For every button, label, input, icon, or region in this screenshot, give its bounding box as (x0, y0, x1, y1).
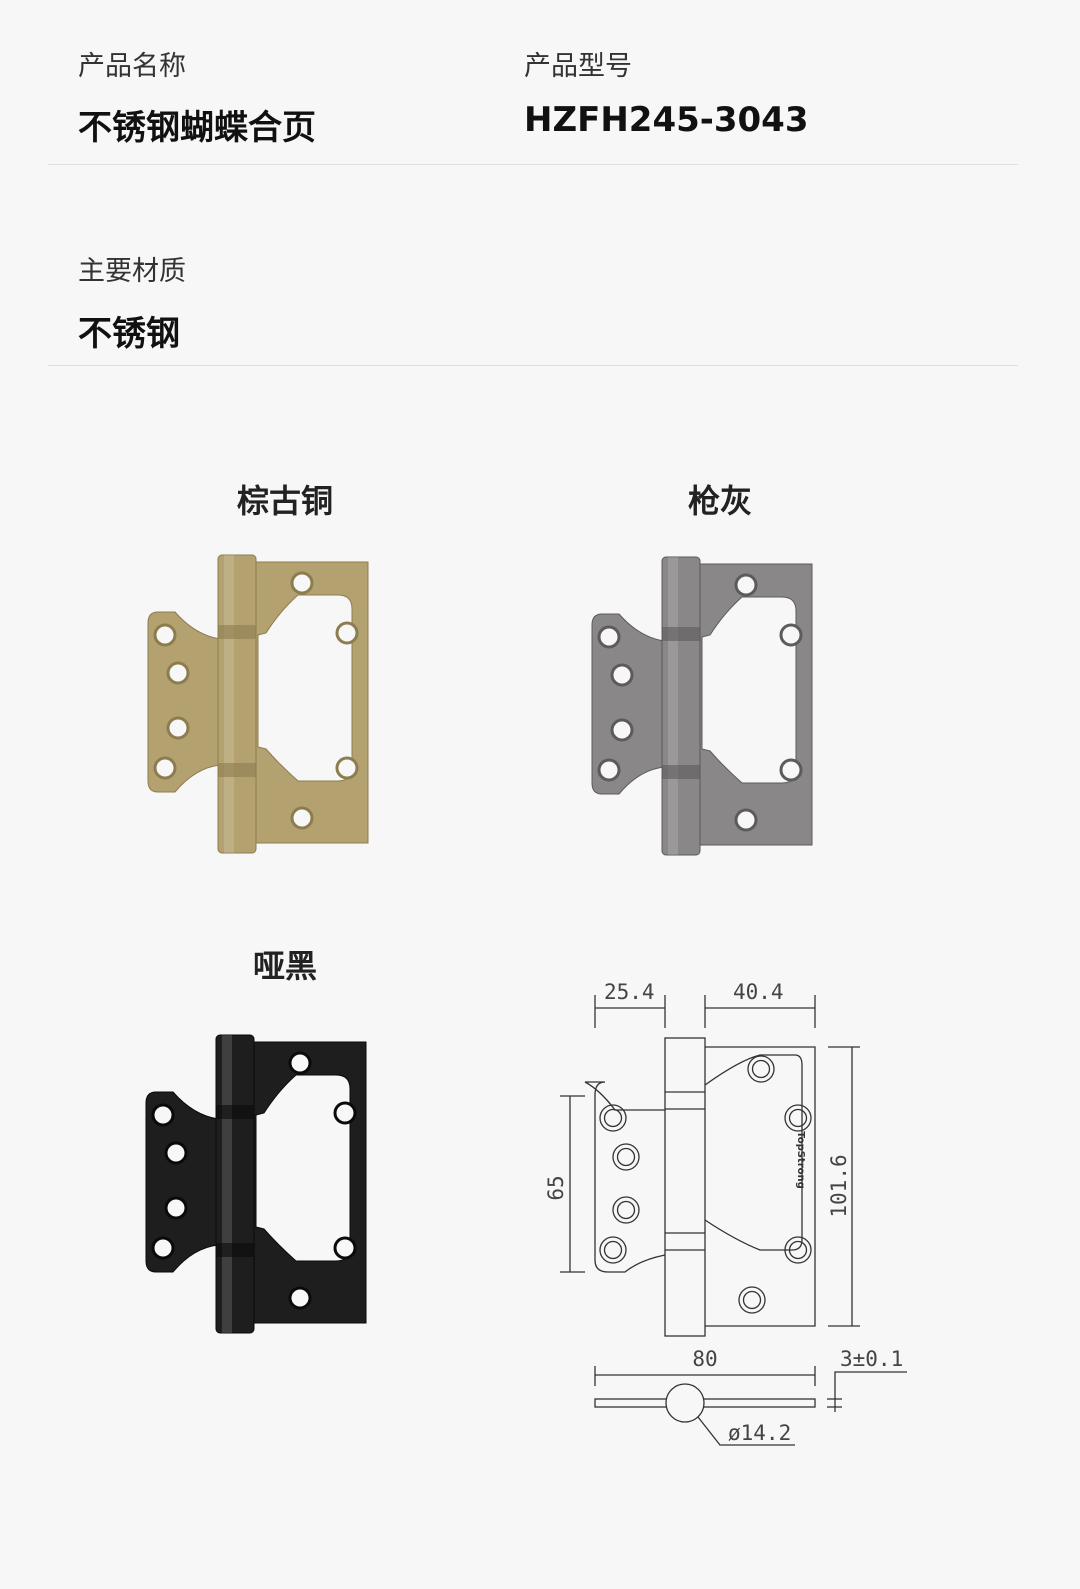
material-label: 主要材质 (78, 256, 186, 287)
material-value: 不锈钢 (78, 314, 180, 354)
divider (48, 365, 1018, 366)
dim-diameter: ø14.2 (728, 1421, 791, 1445)
finish-label-bronze: 棕古铜 (236, 482, 333, 520)
technical-drawing: 25.4 40.4 65 101.6 80 3±0.1 ø14.2 TopStr… (544, 980, 907, 1446)
dim-left-height: 65 (544, 1175, 568, 1200)
divider (48, 164, 1018, 165)
product-name-value: 不锈钢蝴蝶合页 (78, 108, 316, 148)
product-name-label: 产品名称 (78, 51, 186, 82)
hinge-image-black (145, 1034, 367, 1334)
finish-label-gunmetal: 枪灰 (687, 482, 752, 520)
hinge-image-gunmetal (591, 556, 813, 856)
dim-height: 101.6 (827, 1154, 851, 1217)
brand-mark: TopStrong (795, 1131, 806, 1189)
dim-thickness: 3±0.1 (840, 1347, 903, 1371)
product-model-value: HZFH245-3043 (524, 100, 809, 140)
dim-left-width: 25.4 (604, 980, 655, 1004)
finish-label-black: 哑黑 (252, 947, 317, 985)
product-model-label: 产品型号 (524, 51, 632, 82)
hinge-image-bronze (147, 554, 369, 854)
dim-width: 80 (692, 1347, 717, 1371)
dim-right-width: 40.4 (733, 980, 784, 1004)
